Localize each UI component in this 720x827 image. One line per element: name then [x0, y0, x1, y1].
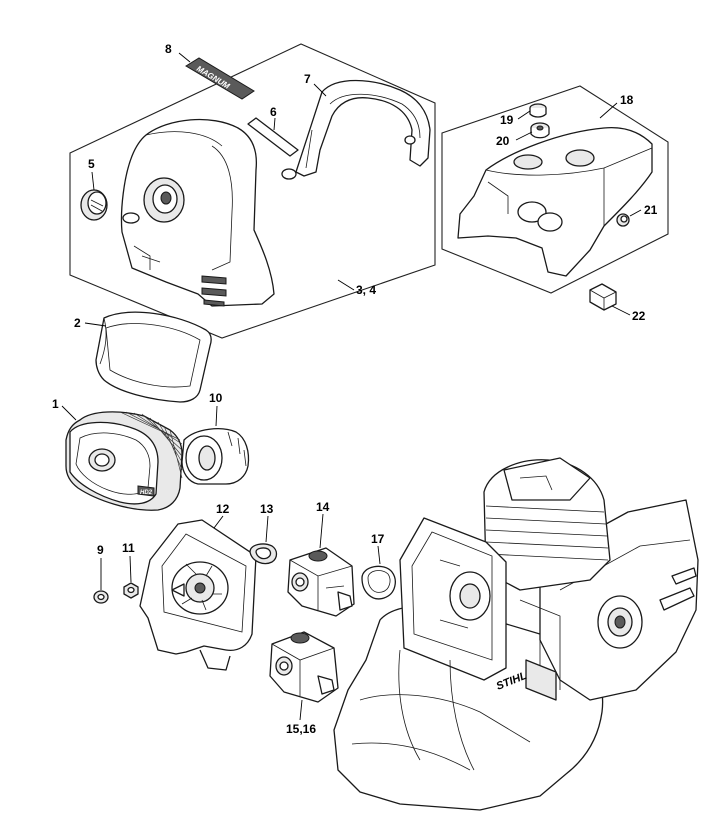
part-11-nut[interactable]: [123, 582, 139, 599]
callout-12: 12: [216, 502, 230, 516]
part-10-adapter[interactable]: [181, 428, 250, 485]
callout-2: 2: [74, 316, 81, 330]
part-2-filter-band[interactable]: [95, 311, 212, 403]
callout-14: 14: [316, 500, 330, 514]
callout-20: 20: [496, 134, 510, 148]
part-5-twist-lock[interactable]: [80, 189, 108, 221]
callout-10: 10: [209, 391, 223, 405]
callout-9: 9: [97, 543, 104, 557]
part-17-gasket[interactable]: [361, 565, 396, 600]
machine-power-head: STIHL: [333, 457, 699, 811]
callout-21: 21: [644, 203, 658, 217]
callout-13: 13: [260, 502, 274, 516]
part-7-handle[interactable]: [281, 79, 431, 180]
part-20-grommet[interactable]: [530, 122, 550, 139]
callout-15-16: 15,16: [286, 722, 316, 736]
part-15-16-carburetor[interactable]: [269, 631, 339, 703]
callout-7: 7: [304, 72, 311, 86]
callout-6: 6: [270, 105, 277, 119]
group-frame-shroud: [69, 43, 436, 339]
part-9-washer[interactable]: [93, 590, 109, 604]
leader-lines: [61, 52, 642, 721]
part-13-gasket[interactable]: [249, 543, 278, 565]
callout-11: 11: [122, 541, 135, 555]
part-6-strip[interactable]: [247, 117, 299, 157]
group-frame-cover: [441, 85, 669, 294]
callout-labels: 8 7 6 5 3, 4 18 19 20 21 22 2 1 10 9 11 …: [52, 42, 658, 736]
callout-1: 1: [52, 397, 59, 411]
callout-19: 19: [500, 113, 514, 127]
part-1-air-filter[interactable]: HD2: [65, 411, 183, 511]
callout-3-4: 3, 4: [356, 283, 376, 297]
part-3-4-shroud[interactable]: [120, 118, 275, 307]
part-19-plug[interactable]: [529, 103, 547, 118]
part-22-clip[interactable]: [589, 283, 617, 311]
part-21-plug[interactable]: [616, 213, 630, 227]
callout-8: 8: [165, 42, 172, 56]
part-14-carburetor[interactable]: [287, 547, 355, 617]
filter-label-text: HD2: [140, 490, 153, 496]
callout-17: 17: [371, 532, 385, 546]
part-12-base-plate[interactable]: [139, 519, 257, 671]
callout-5: 5: [88, 157, 95, 171]
callout-18: 18: [620, 93, 634, 107]
callout-22: 22: [632, 309, 646, 323]
part-18-cover[interactable]: [457, 126, 653, 277]
